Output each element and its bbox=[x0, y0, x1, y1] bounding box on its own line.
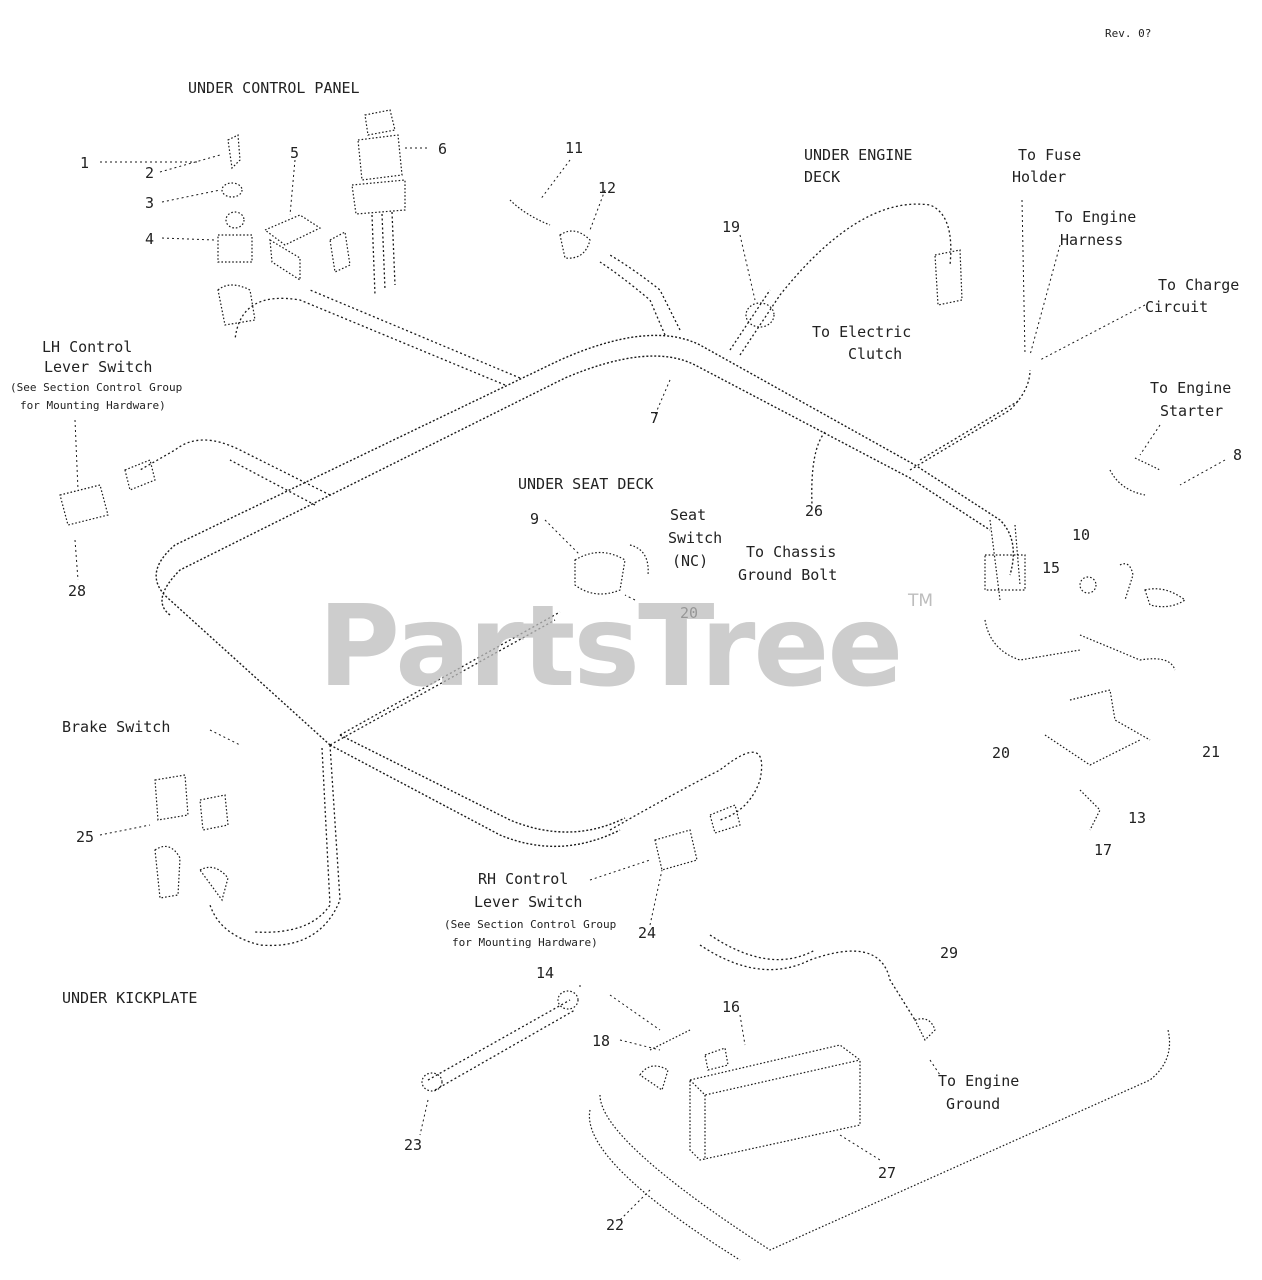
label-rh-lever-2: Lever Switch bbox=[474, 893, 582, 911]
callout-1: 1 bbox=[80, 154, 89, 172]
callout-numbers: 1 2 3 4 5 6 7 8 9 10 11 12 13 14 15 16 1… bbox=[68, 139, 1242, 1234]
callout-21: 21 bbox=[1202, 743, 1220, 761]
callout-26: 26 bbox=[805, 502, 823, 520]
callout-29: 29 bbox=[940, 944, 958, 962]
callout-4: 4 bbox=[145, 230, 154, 248]
label-lh-lever-3: (See Section Control Group bbox=[10, 381, 182, 394]
callout-18: 18 bbox=[592, 1032, 610, 1050]
label-rh-lever-3: (See Section Control Group bbox=[444, 918, 616, 931]
watermark-tm: TM bbox=[907, 591, 933, 611]
label-brake-switch: Brake Switch bbox=[62, 718, 170, 736]
switches-connectors bbox=[59, 249, 963, 902]
label-chassis-ground-1: To Chassis bbox=[746, 543, 836, 561]
label-under-engine-deck-2: DECK bbox=[804, 168, 840, 186]
control-panel-parts bbox=[217, 109, 591, 326]
callout-14: 14 bbox=[536, 964, 554, 982]
label-seat-switch-1: Seat bbox=[670, 506, 706, 524]
callout-23: 23 bbox=[404, 1136, 422, 1154]
label-to-electric-clutch-2: Clutch bbox=[848, 345, 902, 363]
callout-20: 20 bbox=[992, 744, 1010, 762]
rev-label: Rev. 0? bbox=[1105, 27, 1151, 40]
label-seat-switch-2: Switch bbox=[668, 529, 722, 547]
callout-8: 8 bbox=[1233, 446, 1242, 464]
label-to-charge-circuit-2: Circuit bbox=[1145, 298, 1208, 316]
callout-17: 17 bbox=[1094, 841, 1112, 859]
callout-22: 22 bbox=[606, 1216, 624, 1234]
label-to-fuse-holder-1: To Fuse bbox=[1018, 146, 1081, 164]
label-to-engine-harness-2: Harness bbox=[1060, 231, 1123, 249]
label-to-charge-circuit-1: To Charge bbox=[1158, 276, 1239, 294]
callout-15: 15 bbox=[1042, 559, 1060, 577]
callout-10: 10 bbox=[1072, 526, 1090, 544]
label-under-seat-deck: UNDER SEAT DECK bbox=[518, 475, 653, 493]
label-to-fuse-holder-2: Holder bbox=[1012, 168, 1066, 186]
callout-19: 19 bbox=[722, 218, 740, 236]
battery-section bbox=[421, 934, 1171, 1261]
callout-6: 6 bbox=[438, 140, 447, 158]
callout-27: 27 bbox=[878, 1164, 896, 1182]
callout-9: 9 bbox=[530, 510, 539, 528]
main-harness bbox=[139, 203, 1031, 947]
callout-11: 11 bbox=[565, 139, 583, 157]
label-lh-lever-1: LH Control bbox=[42, 338, 132, 356]
partstree-watermark: PartsTree TM bbox=[318, 582, 933, 712]
label-to-engine-harness-1: To Engine bbox=[1055, 208, 1136, 226]
callout-24: 24 bbox=[638, 924, 656, 942]
callout-2: 2 bbox=[145, 164, 154, 182]
label-under-control-panel: UNDER CONTROL PANEL bbox=[188, 79, 360, 97]
callout-25: 25 bbox=[76, 828, 94, 846]
label-lh-lever-4: for Mounting Hardware) bbox=[20, 399, 166, 412]
label-under-engine-deck-1: UNDER ENGINE bbox=[804, 146, 912, 164]
callout-3: 3 bbox=[145, 194, 154, 212]
callout-28: 28 bbox=[68, 582, 86, 600]
watermark-brand: PartsTree bbox=[318, 582, 901, 712]
label-to-engine-starter-1: To Engine bbox=[1150, 379, 1231, 397]
label-chassis-ground-2: Ground Bolt bbox=[738, 566, 837, 584]
label-to-engine-ground-1: To Engine bbox=[938, 1072, 1019, 1090]
label-rh-lever-1: RH Control bbox=[478, 870, 568, 888]
label-to-engine-ground-2: Ground bbox=[946, 1095, 1000, 1113]
callout-13: 13 bbox=[1128, 809, 1146, 827]
callout-20b: 20 bbox=[680, 604, 698, 622]
leader-lines bbox=[74, 147, 1226, 1221]
label-rh-lever-4: for Mounting Hardware) bbox=[452, 936, 598, 949]
callout-5: 5 bbox=[290, 144, 299, 162]
callout-12: 12 bbox=[598, 179, 616, 197]
label-seat-switch-3: (NC) bbox=[672, 552, 708, 570]
section-labels: Rev. 0? UNDER CONTROL PANEL UNDER ENGINE… bbox=[10, 27, 1239, 1113]
callout-7: 7 bbox=[650, 409, 659, 427]
callout-16: 16 bbox=[722, 998, 740, 1016]
label-to-electric-clutch-1: To Electric bbox=[812, 323, 911, 341]
right-side-parts bbox=[984, 457, 1187, 831]
label-to-engine-starter-2: Starter bbox=[1160, 402, 1223, 420]
label-under-kickplate: UNDER KICKPLATE bbox=[62, 989, 197, 1007]
label-lh-lever-2: Lever Switch bbox=[44, 358, 152, 376]
